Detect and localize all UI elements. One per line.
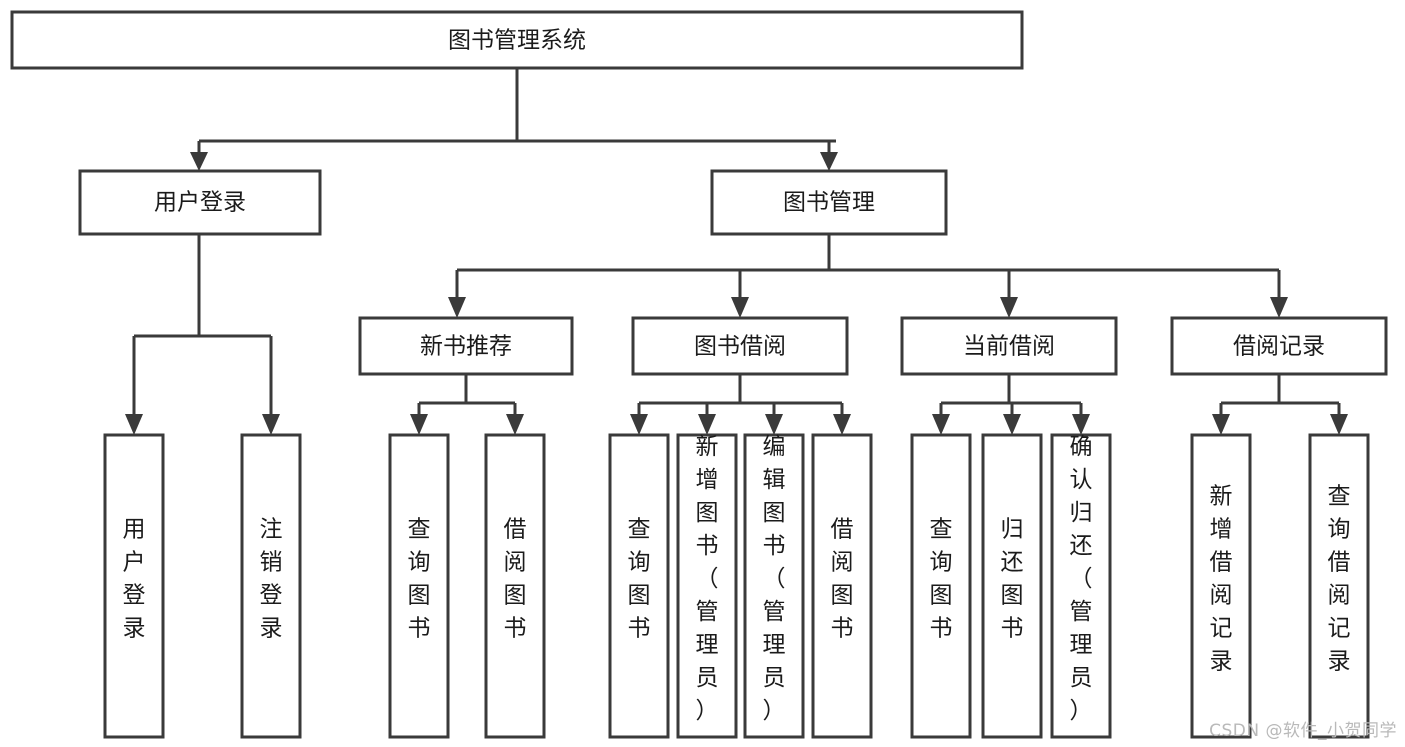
arrow-leaf-query-book-3 <box>932 414 950 435</box>
leaf-user-login-label: 用户登录 <box>123 517 146 642</box>
arrow-current-borrow <box>1000 297 1018 318</box>
node-user-login-box[interactable] <box>78 169 322 236</box>
leaf-user-logout-label: 注销登录 <box>260 517 283 642</box>
connector-group <box>125 68 1348 435</box>
arrow-leaf-query-book-1 <box>410 414 428 435</box>
arrow-user-login <box>190 152 208 171</box>
leaf-add-book[interactable]: 新增图书（管理员） <box>676 433 738 739</box>
arrow-book-manage <box>820 152 838 171</box>
arrow-leaf-return-book <box>1003 414 1021 435</box>
leaf-query-record-label: 查询借阅记录 <box>1328 484 1351 675</box>
node-borrow-record[interactable]: 借阅记录 <box>1170 316 1388 376</box>
node-root-label: 图书管理系统 <box>448 28 586 54</box>
leaf-user-logout[interactable]: 注销登录 <box>240 433 302 739</box>
leaf-add-record-box[interactable] <box>1190 433 1252 739</box>
node-book-borrow-label: 图书借阅 <box>694 334 786 360</box>
node-book-manage-box[interactable] <box>710 169 948 236</box>
leaf-edit-book-label: 编辑图书（管理员） <box>763 434 786 724</box>
node-root[interactable]: 图书管理系统 <box>10 10 1024 70</box>
node-borrow-record-box[interactable] <box>1170 316 1388 376</box>
arrow-leaf-borrow-book-1 <box>506 414 524 435</box>
arrow-leaf-add-book <box>698 414 716 435</box>
leaf-return-book[interactable]: 归还图书 <box>981 433 1043 739</box>
leaf-borrow-book-2[interactable]: 借阅图书 <box>811 433 873 739</box>
leaf-query-book-3-box[interactable] <box>910 433 972 739</box>
leaf-query-record[interactable]: 查询借阅记录 <box>1308 433 1370 739</box>
node-user-login-label: 用户登录 <box>154 190 246 216</box>
leaf-borrow-book-1-box[interactable] <box>484 433 546 739</box>
leaf-query-record-box[interactable] <box>1308 433 1370 739</box>
leaf-add-record[interactable]: 新增借阅记录 <box>1190 433 1252 739</box>
leaf-add-record-label: 新增借阅记录 <box>1210 484 1233 675</box>
leaf-borrow-book-1[interactable]: 借阅图书 <box>484 433 546 739</box>
leaf-confirm-return[interactable]: 确认归还（管理员） <box>1050 433 1112 739</box>
arrow-leaf-add-record <box>1212 414 1230 435</box>
leaf-confirm-return-box[interactable] <box>1050 433 1112 739</box>
leaf-user-logout-box[interactable] <box>240 433 302 739</box>
node-user-login[interactable]: 用户登录 <box>78 169 322 236</box>
node-new-book-recommend-box[interactable] <box>358 316 574 376</box>
node-book-borrow[interactable]: 图书借阅 <box>631 316 849 376</box>
leaf-query-book-2[interactable]: 查询图书 <box>608 433 670 739</box>
arrow-leaf-query-record <box>1330 414 1348 435</box>
node-current-borrow[interactable]: 当前借阅 <box>900 316 1118 376</box>
node-borrow-record-label: 借阅记录 <box>1233 334 1325 360</box>
leaf-edit-book[interactable]: 编辑图书（管理员） <box>743 433 805 739</box>
leaf-return-book-label: 归还图书 <box>1001 517 1024 642</box>
leaf-borrow-book-2-box[interactable] <box>811 433 873 739</box>
node-current-borrow-label: 当前借阅 <box>963 334 1055 360</box>
node-current-borrow-box[interactable] <box>900 316 1118 376</box>
node-new-book-recommend-label: 新书推荐 <box>420 334 512 360</box>
leaf-query-book-1[interactable]: 查询图书 <box>388 433 450 739</box>
leaf-add-book-label: 新增图书（管理员） <box>696 434 719 724</box>
leaf-user-login[interactable]: 用户登录 <box>103 433 165 739</box>
arrow-leaf-borrow-book-2 <box>833 414 851 435</box>
arrow-leaf-user-logout <box>262 414 280 435</box>
leaf-query-book-1-box[interactable] <box>388 433 450 739</box>
arrow-leaf-query-book-2 <box>630 414 648 435</box>
leaf-user-login-box[interactable] <box>103 433 165 739</box>
node-book-borrow-box[interactable] <box>631 316 849 376</box>
csdn-watermark: CSDN @软件_小贺同学 <box>1209 721 1397 741</box>
leaf-borrow-book-2-label: 借阅图书 <box>831 517 854 642</box>
arrow-book-borrow <box>731 297 749 318</box>
arrow-leaf-user-login <box>125 414 143 435</box>
arrow-borrow-record <box>1270 297 1288 318</box>
leaf-query-book-2-label: 查询图书 <box>628 517 651 642</box>
leaf-query-book-3[interactable]: 查询图书 <box>910 433 972 739</box>
node-new-book-recommend[interactable]: 新书推荐 <box>358 316 574 376</box>
arrow-leaf-edit-book <box>765 414 783 435</box>
node-root-box[interactable] <box>10 10 1024 70</box>
arrow-leaf-confirm-return <box>1072 414 1090 435</box>
node-book-manage[interactable]: 图书管理 <box>710 169 948 236</box>
leaf-borrow-book-1-label: 借阅图书 <box>504 517 527 642</box>
leaf-query-book-2-box[interactable] <box>608 433 670 739</box>
leaf-edit-book-box[interactable] <box>743 433 805 739</box>
leaf-add-book-box[interactable] <box>676 433 738 739</box>
leaf-confirm-return-label: 确认归还（管理员） <box>1070 434 1093 724</box>
leaf-return-book-box[interactable] <box>981 433 1043 739</box>
leaf-query-book-3-label: 查询图书 <box>930 517 953 642</box>
leaf-query-book-1-label: 查询图书 <box>408 517 431 642</box>
node-book-manage-label: 图书管理 <box>783 190 875 216</box>
arrow-new-book-recommend <box>448 297 466 318</box>
